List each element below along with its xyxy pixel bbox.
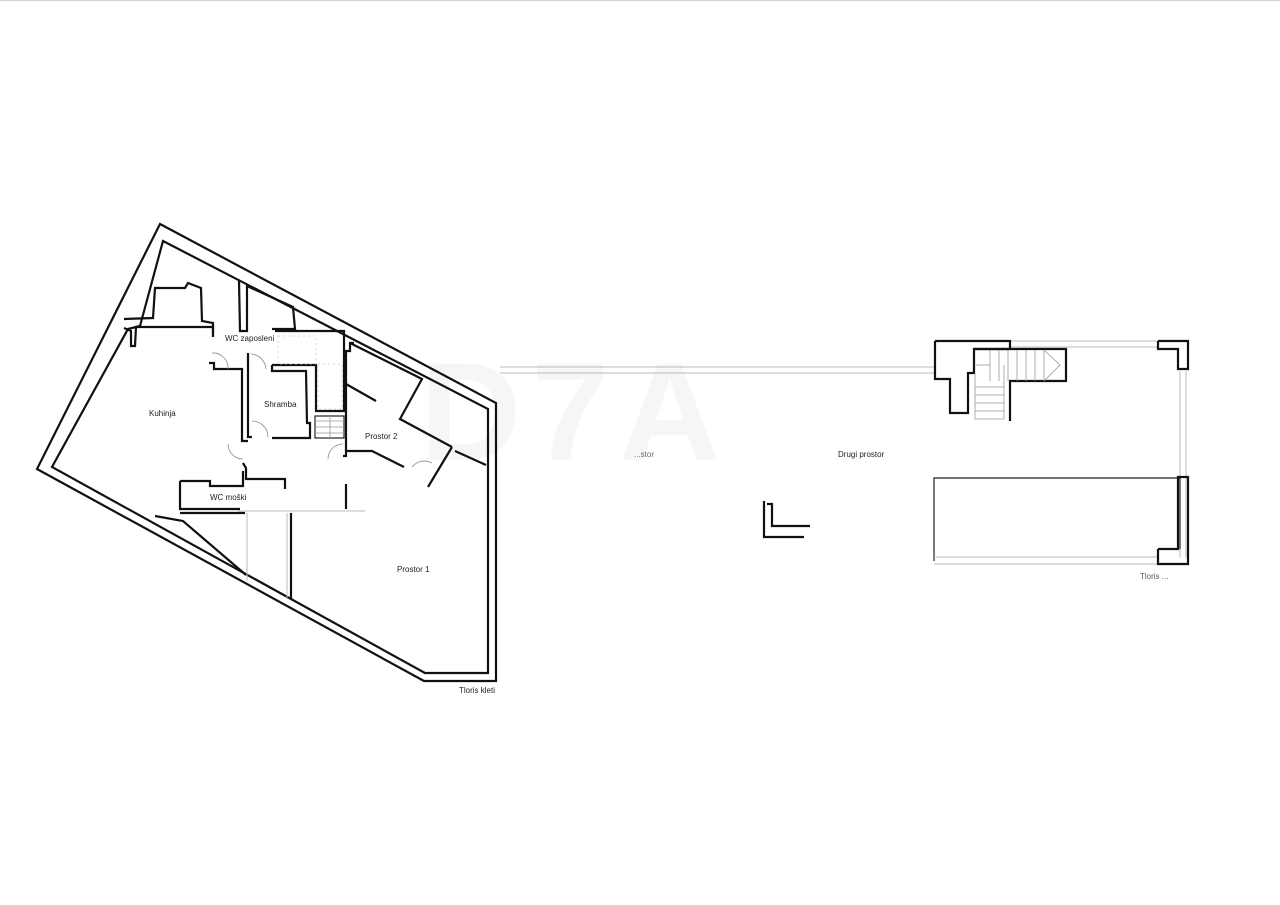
plan-caption-basement: Tloris kleti — [459, 686, 496, 695]
room-label-kuhinja: Kuhinja — [149, 409, 176, 418]
basement-plan — [35, 222, 498, 683]
room-label-shramba: Shramba — [264, 400, 297, 409]
stair-wall — [933, 339, 1012, 415]
upper-plan — [500, 339, 1190, 566]
inner-wall — [50, 239, 490, 675]
room-label-drugi-prostor: Drugi prostor — [838, 450, 885, 459]
room-label-wc-zaposleni: WC zaposleni — [225, 334, 275, 343]
plan-caption-upper: Tloris ... — [1140, 572, 1169, 581]
room-label-prostor-2: Prostor 2 — [365, 432, 398, 441]
outer-wall — [35, 222, 498, 683]
room-label-prostor-partial: ...stor — [634, 450, 655, 459]
room-label-wc-moski: WC moški — [210, 493, 247, 502]
room-label-prostor-1: Prostor 1 — [397, 565, 430, 574]
watermark: D7A — [420, 333, 731, 490]
